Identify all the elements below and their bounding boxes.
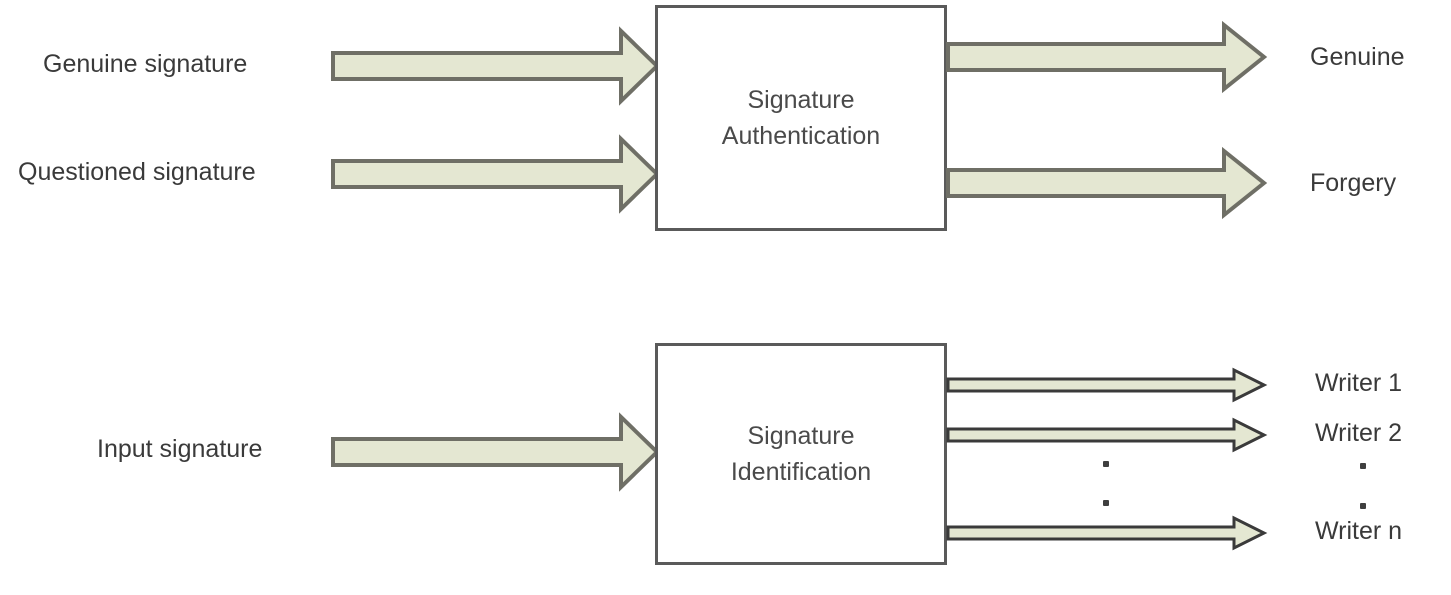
arrow-authentication-to-genuine: [946, 20, 1268, 94]
arrow-identification-to-writer-1: [946, 367, 1268, 403]
input-label-questioned-signature: Questioned signature: [18, 158, 256, 186]
ellipsis-dot-arrows-1: [1103, 461, 1109, 467]
output-label-writer-1: Writer 1: [1315, 369, 1403, 397]
ellipsis-dot-labels-2: [1360, 503, 1366, 509]
arrow-questioned-signature-to-authentication: [331, 134, 660, 214]
process-box-signature-identification[interactable]: Signature Identification: [655, 343, 947, 565]
output-label-forgery: Forgery: [1310, 169, 1397, 197]
ellipsis-dot-arrows-2: [1103, 500, 1109, 506]
arrow-authentication-to-forgery: [946, 146, 1268, 220]
arrow-genuine-signature-to-authentication: [331, 26, 660, 106]
process-box-signature-authentication[interactable]: Signature Authentication: [655, 5, 947, 231]
process-box-authentication-line-2: Authentication: [721, 122, 881, 150]
process-box-identification-line-2: Identification: [730, 458, 872, 486]
arrow-identification-to-writer-2: [946, 417, 1268, 453]
process-box-identification-line-1: Signature: [747, 421, 855, 450]
output-label-writer-n: Writer n: [1315, 517, 1403, 545]
input-label-genuine-signature: Genuine signature: [43, 50, 248, 78]
arrow-input-signature-to-identification: [331, 412, 660, 492]
output-label-writer-2: Writer 2: [1315, 419, 1403, 447]
input-label-input-signature: Input signature: [97, 435, 263, 463]
output-label-genuine: Genuine: [1310, 43, 1405, 71]
arrow-identification-to-writer-n: [946, 515, 1268, 551]
process-box-authentication-line-1: Signature: [747, 85, 855, 114]
ellipsis-dot-labels-1: [1360, 463, 1366, 469]
